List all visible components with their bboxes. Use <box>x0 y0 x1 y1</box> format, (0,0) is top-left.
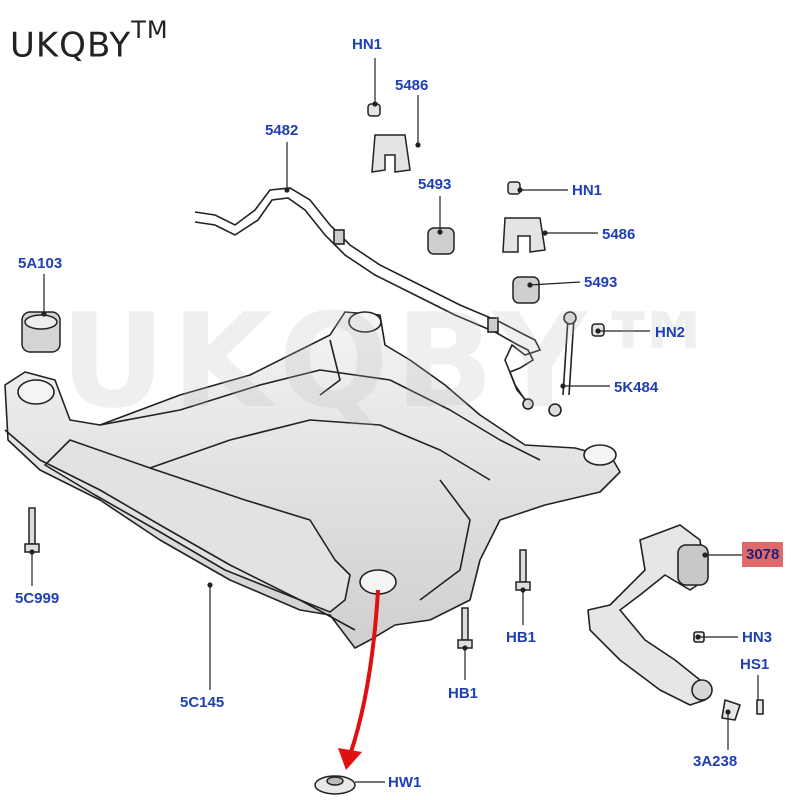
label-5493-top: 5493 <box>418 176 452 193</box>
brand-logo: UKQBYTM <box>10 16 169 66</box>
leader-lines <box>29 58 759 783</box>
label-hb1-mid: HB1 <box>448 685 479 702</box>
subframe <box>4 311 621 649</box>
label-hb1-right: HB1 <box>506 629 537 646</box>
label-hn1-top: HN1 <box>352 36 383 53</box>
label-hn2: HN2 <box>655 324 686 341</box>
label-3078-highlight: 3078 <box>742 542 784 567</box>
small-parts <box>21 103 605 353</box>
label-hs1: HS1 <box>740 656 770 673</box>
label-hn3: HN3 <box>742 629 773 646</box>
stabilizer-link <box>522 311 577 417</box>
brand-text: UKQBY <box>10 25 132 66</box>
label-5A103: 5A103 <box>18 255 63 272</box>
label-5C145: 5C145 <box>180 694 225 711</box>
label-3A238: 3A238 <box>693 753 738 770</box>
trademark-mark: TM <box>131 16 169 44</box>
label-5493-right: 5493 <box>584 274 618 291</box>
label-5482: 5482 <box>265 122 299 139</box>
label-hn1-right: HN1 <box>572 182 603 199</box>
label-5K484: 5K484 <box>614 379 659 396</box>
label-5486-top: 5486 <box>395 77 429 94</box>
red-arrow <box>338 589 380 770</box>
lower-control-arm <box>587 524 764 721</box>
bolts <box>24 507 531 795</box>
label-5C999: 5C999 <box>15 590 60 607</box>
label-5486-right: 5486 <box>602 226 636 243</box>
stabilizer-bar <box>194 187 542 406</box>
label-hw1: HW1 <box>388 774 422 791</box>
